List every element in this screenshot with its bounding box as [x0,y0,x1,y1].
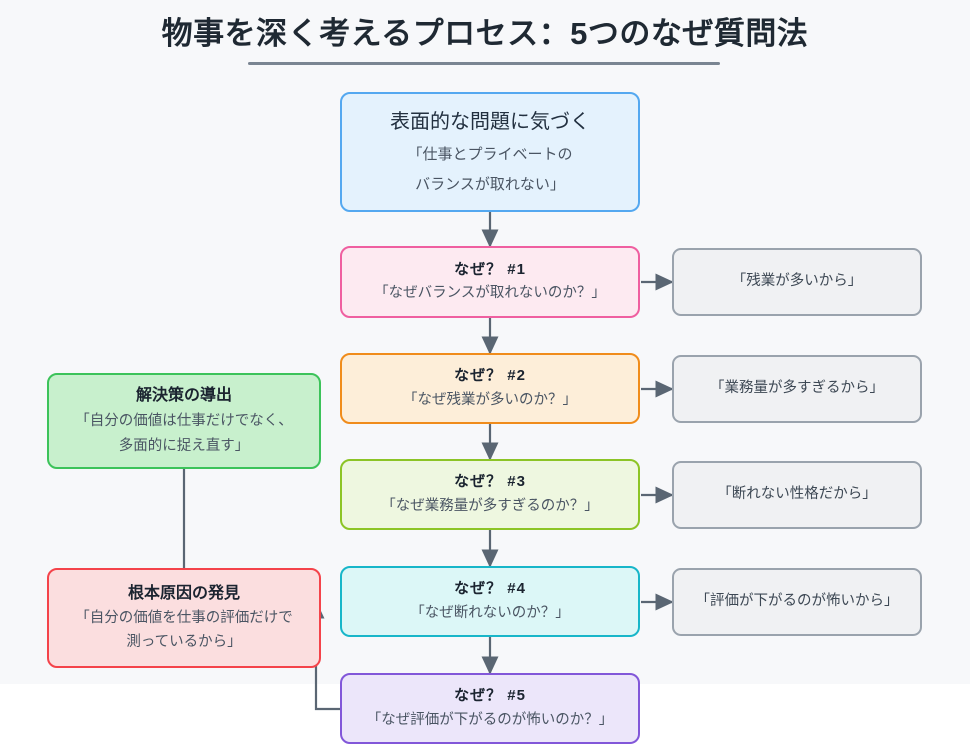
node-root-cause-subtitle-line2: 測っているから」 [126,634,242,650]
node-solution-subtitle-line1: 「自分の価値は仕事だけでなく、 [75,412,293,429]
node-answer-2-text: 「業務量が多すぎるから」 [710,380,884,397]
node-root-cause-title: 根本原因の発見 [127,584,240,602]
node-why-3-subtitle: 「なぜ業務量が多すぎるのか？」 [381,497,599,514]
node-answer-1[interactable]: 「残業が多いから」 [672,248,922,316]
node-why-4[interactable]: なぜ？ #4 「なぜ断れないのか？」 [340,566,640,637]
node-solution-subtitle-line2: 多面的に捉え直す」 [118,438,250,454]
node-why-4-title: なぜ？ #4 [454,580,526,598]
node-why-2-subtitle: 「なぜ残業が多いのか？」 [403,391,577,408]
node-why-5[interactable]: なぜ？ #5 「なぜ評価が下がるのが怖いのか？」 [340,673,640,744]
node-solution[interactable]: 解決策の導出 「自分の価値は仕事だけでなく、 多面的に捉え直す」 [47,373,321,469]
node-why-4-subtitle: 「なぜ断れないのか？」 [410,604,570,621]
node-why-2[interactable]: なぜ？ #2 「なぜ残業が多いのか？」 [340,353,640,424]
node-surface-problem[interactable]: 表面的な問題に気づく 「仕事とプライベートの バランスが取れない」 [340,92,640,212]
node-root-cause[interactable]: 根本原因の発見 「自分の価値を仕事の評価だけで 測っているから」 [47,568,321,668]
node-solution-title: 解決策の導出 [135,386,232,404]
node-answer-4-text: 「評価が下がるのが怖いから」 [695,593,899,610]
title-divider [248,62,720,65]
node-answer-4[interactable]: 「評価が下がるのが怖いから」 [672,568,922,636]
node-why-1-subtitle: 「なぜバランスが取れないのか？」 [374,285,606,302]
node-surface-problem-subtitle-line2: バランスが取れない」 [415,175,565,193]
node-why-1[interactable]: なぜ？ #1 「なぜバランスが取れないのか？」 [340,246,640,318]
node-surface-problem-title: 表面的な問題に気づく [390,110,590,133]
node-answer-2[interactable]: 「業務量が多すぎるから」 [672,355,922,423]
node-root-cause-subtitle-line1: 「自分の価値を仕事の評価だけで [75,609,293,626]
node-why-3-title: なぜ？ #3 [454,473,526,491]
node-why-2-title: なぜ？ #2 [454,367,526,385]
node-why-5-subtitle: 「なぜ評価が下がるのが怖いのか？」 [366,711,614,728]
node-why-5-title: なぜ？ #5 [454,687,526,705]
page-title: 物事を深く考えるプロセス：5つのなぜ質問法 [161,16,809,51]
node-surface-problem-subtitle-line1: 「仕事とプライベートの [407,145,573,163]
node-answer-1-text: 「残業が多いから」 [731,273,863,290]
node-why-3[interactable]: なぜ？ #3 「なぜ業務量が多すぎるのか？」 [340,459,640,530]
node-why-1-title: なぜ？ #1 [454,260,526,278]
node-answer-3-text: 「断れない性格だから」 [717,486,877,503]
node-answer-3[interactable]: 「断れない性格だから」 [672,461,922,529]
